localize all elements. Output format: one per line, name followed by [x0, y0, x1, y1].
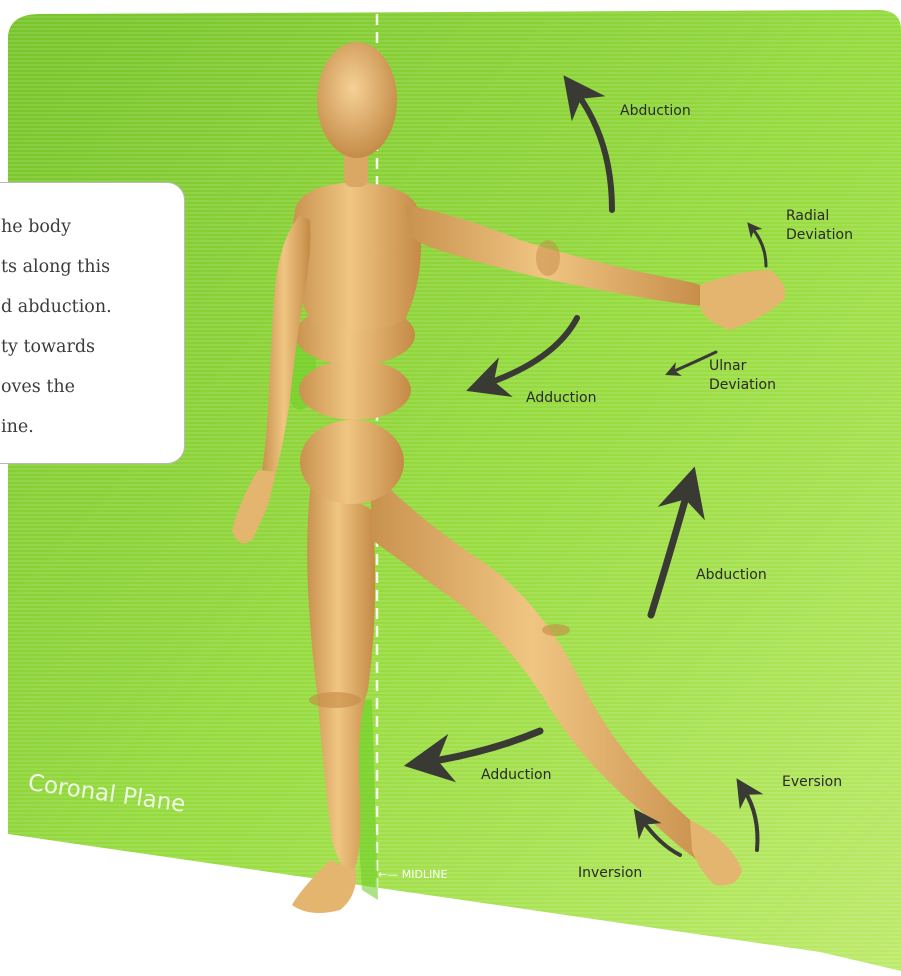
label-adduction-leg: Adduction — [481, 765, 552, 785]
info-line: he body — [1, 217, 71, 237]
info-line: ty towards — [1, 337, 95, 357]
info-line: oves the — [1, 377, 75, 397]
info-line: ine. — [1, 417, 34, 437]
info-line: ts along this — [1, 257, 110, 277]
label-abduction-arm: Abduction — [620, 101, 691, 121]
label-radial-deviation: Radial Deviation — [786, 207, 853, 245]
info-callout: he body ts along this d abduction. ty to… — [0, 182, 185, 464]
midline-label: ←— MIDLINE — [378, 868, 447, 881]
info-line: d abduction. — [1, 297, 112, 317]
label-ulnar-deviation: Ulnar Deviation — [709, 357, 776, 395]
label-adduction-arm: Adduction — [526, 388, 597, 408]
label-eversion: Eversion — [782, 772, 842, 792]
label-abduction-leg: Abduction — [696, 565, 767, 585]
label-inversion: Inversion — [578, 863, 642, 883]
